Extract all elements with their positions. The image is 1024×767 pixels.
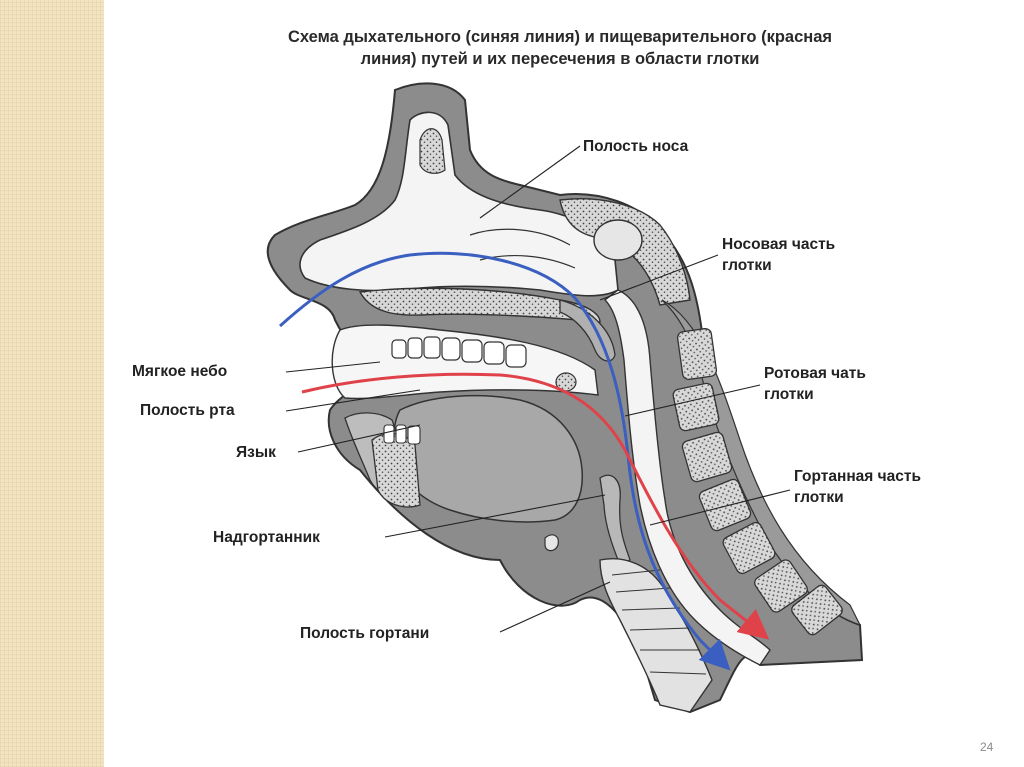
hyoid-bone xyxy=(544,534,559,552)
spine xyxy=(661,299,862,636)
vertebra xyxy=(672,382,720,432)
label-epiglottis: Надгортанник xyxy=(213,529,320,546)
label-laryngopharynx-line2: глотки xyxy=(794,489,844,506)
leader-lines xyxy=(285,145,791,633)
label-nasopharynx-line1: Носовая часть xyxy=(722,236,836,253)
lower-jaw xyxy=(344,412,421,508)
label-oral-cavity: Полость рта xyxy=(140,402,235,419)
title-line-1: Схема дыхательного (синяя линия) и пищев… xyxy=(287,28,833,46)
vertebra xyxy=(681,431,733,483)
label-laryngopharynx-line1: Гортанная часть xyxy=(794,468,922,485)
label-oropharynx-line2: глотки xyxy=(764,386,814,403)
hard-palate xyxy=(358,287,601,323)
decorative-sidebar xyxy=(0,0,104,767)
epiglottis-region xyxy=(599,474,631,566)
label-oropharynx-line1: Ротовая чать xyxy=(764,365,866,382)
digestive-path-line xyxy=(301,372,770,640)
vertebra xyxy=(676,327,718,381)
vertebra xyxy=(722,521,776,575)
respiratory-path-line xyxy=(278,251,731,671)
slide-title: Схема дыхательного (синяя линия) и пищев… xyxy=(130,26,990,70)
soft-palate-region xyxy=(559,299,616,362)
sidebar-edge xyxy=(104,0,110,767)
label-larynx-cavity: Полость гортани xyxy=(300,625,430,642)
title-line-2: линия) путей и их пересечения в области … xyxy=(360,50,760,68)
label-nasopharynx-line2: глотки xyxy=(722,257,772,274)
page-number: 24 xyxy=(980,740,994,754)
lower-teeth xyxy=(383,424,421,445)
upper-teeth xyxy=(391,336,527,368)
label-soft-palate: Мягкое небо xyxy=(132,363,228,380)
label-tongue: Язык xyxy=(236,444,276,461)
larynx-region xyxy=(599,558,713,713)
vertebra xyxy=(754,559,808,613)
label-nasal-cavity: Полость носа xyxy=(583,138,689,155)
vertebra xyxy=(698,478,752,532)
pharynx-channel xyxy=(603,289,771,666)
vertebra xyxy=(791,584,843,636)
